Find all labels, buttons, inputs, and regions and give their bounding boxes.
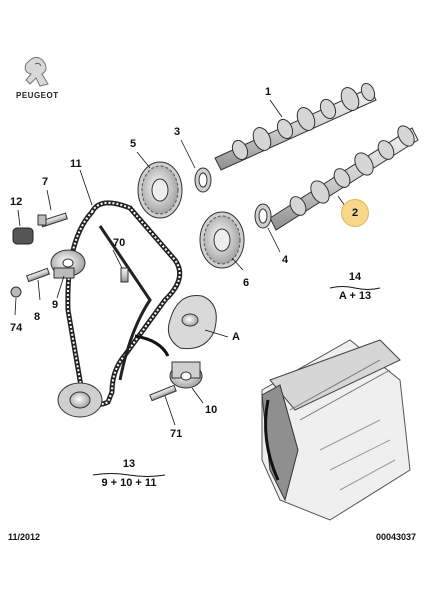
crankshaft-pulley bbox=[57, 382, 103, 418]
camshaft-sprocket-5 bbox=[137, 161, 183, 219]
camshaft-2 bbox=[269, 125, 419, 231]
part-label-12: 12 bbox=[10, 196, 23, 208]
seal-3 bbox=[194, 167, 212, 193]
part-label-7: 7 bbox=[42, 176, 49, 188]
part-label-4: 4 bbox=[282, 254, 289, 266]
part-label-3: 3 bbox=[174, 126, 181, 138]
group-14-number: 14 bbox=[348, 271, 362, 283]
part-label-74: 74 bbox=[10, 322, 23, 334]
part-label-5: 5 bbox=[130, 138, 137, 150]
part-label-10: 10 bbox=[205, 404, 218, 416]
idler-pulley-10 bbox=[169, 361, 203, 389]
part-label-a: A bbox=[232, 331, 240, 343]
engine-assembly-illustration bbox=[261, 339, 411, 521]
water-pump-a bbox=[167, 295, 217, 350]
camshaft-1 bbox=[214, 82, 377, 171]
peugeot-lion-logo bbox=[24, 56, 49, 87]
part-label-1: 1 bbox=[265, 86, 272, 98]
bolt-7 bbox=[37, 212, 68, 228]
belt-arrow bbox=[134, 334, 170, 357]
timing-belt-11 bbox=[65, 200, 183, 407]
part-label-71: 71 bbox=[170, 428, 183, 440]
part-label-9: 9 bbox=[52, 299, 59, 311]
bolt-74 bbox=[10, 286, 22, 298]
leader-lines bbox=[14, 99, 346, 426]
tensioner-9 bbox=[50, 249, 86, 279]
brand-name: PEUGEOT bbox=[16, 91, 59, 100]
group-13: 13 9 + 10 + 11 bbox=[93, 459, 165, 489]
part-label-11: 11 bbox=[70, 158, 82, 170]
bolt-8 bbox=[25, 267, 51, 283]
group-13-number: 13 bbox=[122, 458, 136, 470]
footer-date: 11/2012 bbox=[8, 532, 41, 542]
group-14: 14 A + 13 bbox=[330, 272, 380, 302]
group-13-formula: 9 + 10 + 11 bbox=[101, 477, 157, 489]
seal-4 bbox=[254, 203, 272, 229]
part-label-6: 6 bbox=[243, 277, 250, 289]
group-13-divider bbox=[93, 473, 165, 477]
bolt-70 bbox=[120, 267, 129, 283]
part-label-8: 8 bbox=[34, 311, 41, 323]
bolt-71 bbox=[149, 384, 177, 402]
group-14-divider bbox=[330, 286, 380, 290]
footer-reference: 00043037 bbox=[375, 532, 416, 542]
part-badge-2[interactable]: 2 bbox=[341, 199, 369, 227]
part-label-70: 70 bbox=[113, 237, 126, 249]
group-14-formula: A + 13 bbox=[338, 290, 372, 302]
camshaft-sprocket-6 bbox=[199, 211, 245, 269]
cap-12 bbox=[12, 227, 34, 245]
